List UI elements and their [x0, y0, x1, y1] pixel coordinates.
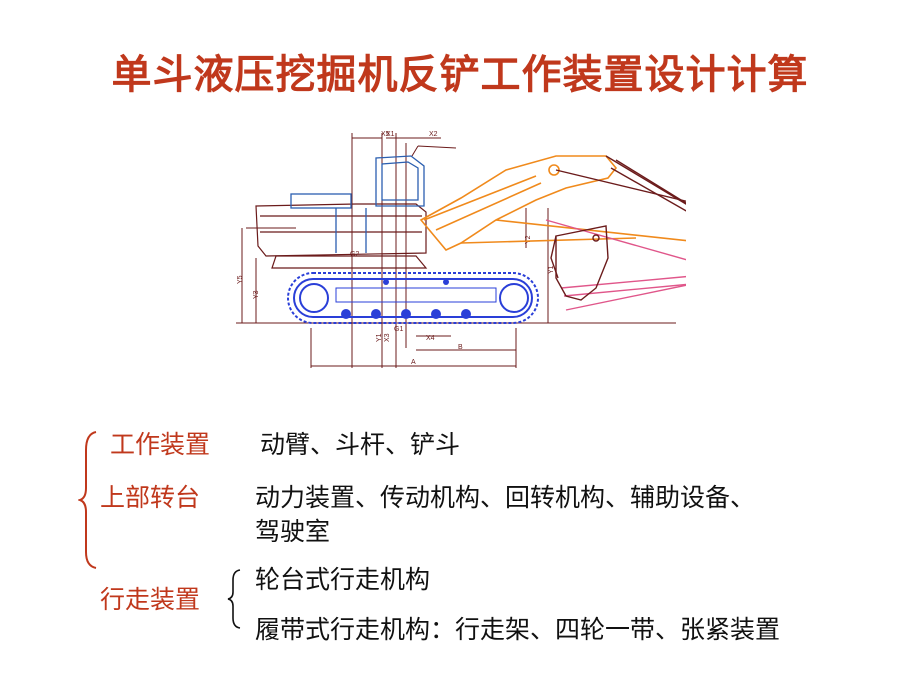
dim-label-y1b: Y1: [376, 333, 383, 342]
dim-label-y3: Y3: [253, 290, 260, 299]
dim-label-g1: G1: [394, 326, 403, 333]
dim-label-y1: Y1: [548, 265, 555, 274]
category-travel-device: 行走装置: [100, 585, 201, 614]
dim-label-x3: X3: [384, 333, 391, 342]
item-upper-turntable-line2: 驾驶室: [255, 517, 331, 546]
travel-brace: [227, 569, 241, 629]
dim-label-b: B: [458, 344, 463, 351]
dim-label-x2: X2: [429, 131, 438, 138]
dim-label-y2: Y2: [525, 235, 532, 244]
section-brace: [78, 431, 97, 569]
dim-label-x4: X4: [426, 335, 435, 342]
excavator-drawing: X5 X1 X2 Y2 Y1 Y5 Y3 G2 G1 X3 Y1 X4 B A: [236, 131, 686, 368]
dim-label-x5: X5: [381, 131, 390, 138]
category-upper-turntable: 上部转台: [100, 483, 201, 512]
dim-label-x1: X1: [386, 131, 395, 138]
item-wheeled-travel: 轮台式行走机构: [255, 565, 431, 594]
slide-title: 单斗液压挖掘机反铲工作装置设计计算: [111, 51, 809, 98]
item-upper-turntable-line1: 动力装置、传动机构、回转机构、辅助设备、: [255, 483, 756, 512]
dim-label-a: A: [411, 359, 416, 366]
item-work-device: 动臂、斗杆、铲斗: [260, 430, 461, 459]
item-crawler-travel: 履带式行走机构：行走架、四轮一带、张紧装置: [255, 615, 781, 644]
category-work-device: 工作装置: [110, 430, 211, 459]
dim-label-y5: Y5: [237, 275, 244, 284]
